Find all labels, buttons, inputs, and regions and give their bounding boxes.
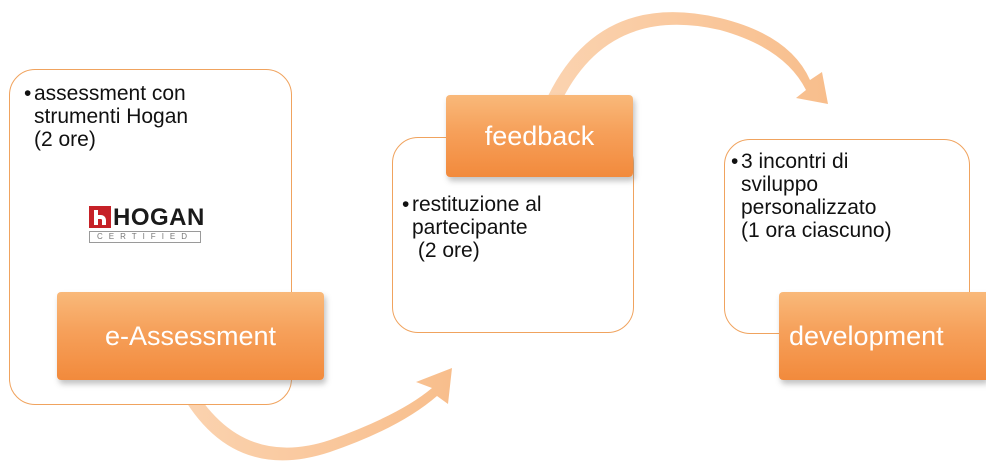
development-line-4: (1 ora ciascuno)	[741, 219, 892, 242]
development-line-2: sviluppo	[741, 173, 819, 196]
logo-word: HOGAN	[113, 204, 205, 231]
bullet-icon: •	[24, 82, 32, 105]
feedback-line-2: partecipante	[412, 216, 528, 239]
feedback-description: • restituzione al partecipante (2 ore)	[402, 193, 627, 262]
assessment-line-3: (2 ore)	[34, 128, 96, 151]
bullet-icon: •	[731, 150, 739, 173]
arrow-assessment-to-feedback	[178, 368, 452, 461]
assessment-description: • assessment con strumenti Hogan (2 ore)	[24, 82, 284, 151]
development-text: 3 incontri di sviluppo personalizzato (1…	[741, 150, 892, 242]
hogan-certified-logo: HOGAN CERTIFIED	[89, 204, 204, 250]
assessment-line-1: assessment con	[34, 82, 186, 105]
logo-sub: CERTIFIED	[89, 231, 201, 243]
stage-label-feedback: feedback	[446, 95, 633, 177]
feedback-line-1: restituzione al	[412, 193, 542, 216]
development-line-3: personalizzato	[741, 196, 877, 219]
arrow-feedback-to-development	[548, 12, 828, 104]
hogan-logo-mark-icon	[89, 206, 111, 228]
development-line-1: 3 incontri di	[741, 150, 849, 173]
development-description: • 3 incontri di sviluppo personalizzato …	[731, 150, 971, 242]
feedback-line-3: (2 ore)	[412, 239, 480, 262]
bullet-icon: •	[402, 193, 410, 216]
assessment-text: assessment con strumenti Hogan (2 ore)	[34, 82, 188, 151]
stage-label-assessment: e-Assessment	[57, 292, 324, 380]
stage-label-development: development	[779, 292, 986, 380]
feedback-text: restituzione al partecipante (2 ore)	[412, 193, 542, 262]
assessment-line-2: strumenti Hogan	[34, 105, 189, 128]
